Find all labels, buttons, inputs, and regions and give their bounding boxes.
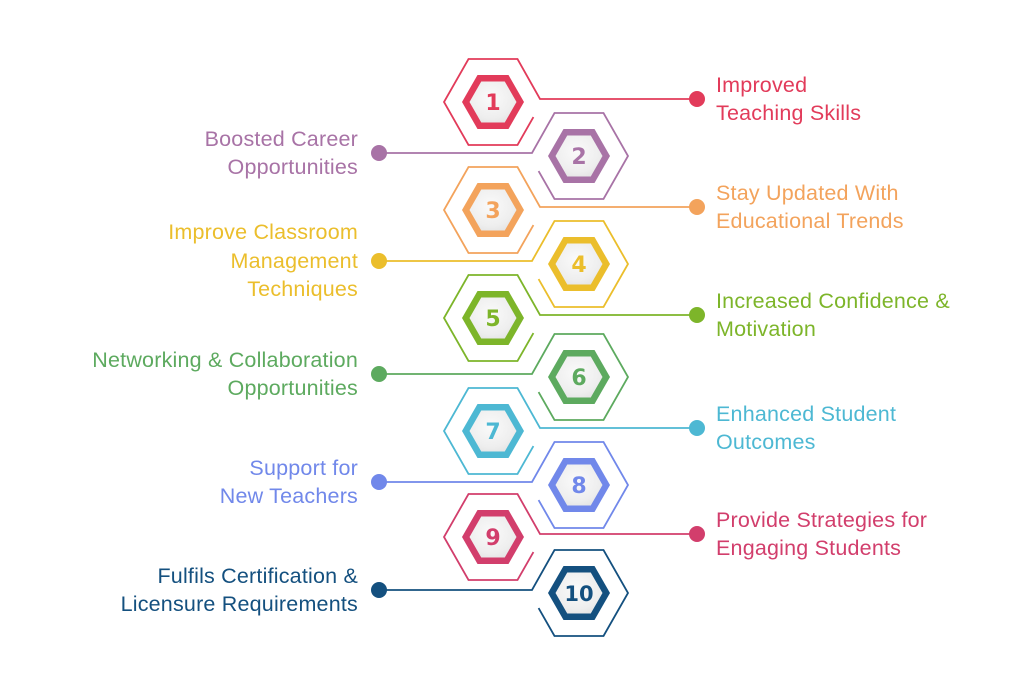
connector-dot	[371, 145, 387, 161]
connector-line	[379, 333, 630, 421]
label-line: Teaching Skills	[716, 101, 862, 125]
label-line: Boosted Career	[204, 126, 358, 151]
hexagon-inner	[469, 81, 517, 123]
hexagon-item-4: 4	[371, 220, 630, 308]
label-line: Increased Confidence &	[716, 288, 950, 313]
hexagon-inner	[555, 356, 603, 398]
label-item-5: Increased Confidence & Motivation	[716, 287, 950, 344]
hexagon-inner	[469, 410, 517, 452]
label-line: Motivation	[716, 317, 816, 341]
hexagon-item-1: 1	[442, 58, 705, 146]
hexagon-inner	[469, 297, 517, 339]
label-line: Educational Trends	[716, 209, 904, 233]
connector-dot	[689, 91, 705, 107]
hexagon-number: 10	[564, 582, 593, 606]
connector-dot	[689, 526, 705, 542]
label-line: Improved	[716, 72, 808, 97]
connector-dot	[371, 582, 387, 598]
connector-line	[442, 166, 697, 254]
hexagon-number: 3	[485, 199, 500, 224]
hexagon-item-2: 2	[371, 112, 630, 200]
hexagon-inner	[555, 464, 603, 506]
label-line: Stay Updated With	[716, 180, 899, 205]
hexagon-number: 2	[571, 145, 586, 170]
label-line: Licensure Requirements	[120, 592, 358, 616]
hexagon-number: 5	[485, 307, 500, 332]
hexagon-number: 7	[485, 420, 500, 445]
hexagon-item-5: 5	[442, 274, 705, 362]
connector-line	[442, 387, 697, 475]
hexagon-item-10: 10	[371, 549, 630, 637]
connector-line	[442, 274, 697, 362]
connector-dot	[689, 420, 705, 436]
connector-dot	[371, 474, 387, 490]
label-item-10: Fulfils Certification & Licensure Require…	[121, 562, 358, 619]
hexagon-inner	[555, 135, 603, 177]
label-line: New Teachers	[219, 484, 358, 508]
connector-dot	[689, 199, 705, 215]
label-line: Opportunities	[227, 376, 358, 400]
label-line: Engaging Students	[716, 536, 902, 560]
label-line: Enhanced Student	[716, 401, 897, 426]
connector-line	[442, 493, 697, 581]
connector-line	[379, 220, 630, 308]
label-line: Techniques	[247, 277, 358, 302]
hexagon-number: 8	[571, 474, 586, 499]
hexagon-number: 4	[571, 253, 586, 278]
hexagon-inner	[555, 572, 603, 614]
hexagon-item-6: 6	[371, 333, 630, 421]
hexagon-inner	[469, 516, 517, 558]
hexagon-item-7: 7	[442, 387, 705, 475]
hexagon-item-9: 9	[442, 493, 705, 581]
connector-line	[442, 58, 697, 146]
connector-line	[379, 112, 630, 200]
hexagon-number: 9	[485, 526, 500, 551]
hexagon-number: 1	[485, 91, 500, 116]
label-line: Management	[230, 248, 358, 273]
hexagon-item-8: 8	[371, 441, 630, 529]
label-line: Improve Classroom	[168, 220, 358, 245]
label-line: Support for	[249, 455, 358, 480]
connector-line	[379, 549, 630, 637]
hexagon-item-3: 3	[442, 166, 705, 254]
label-line: Outcomes	[716, 430, 816, 454]
label-line: Opportunities	[227, 155, 358, 179]
connector-dot	[689, 307, 705, 323]
label-line: Networking & Collaboration	[92, 347, 358, 372]
hexagon-number: 6	[571, 366, 586, 391]
label-line: Fulfils Certification &	[157, 563, 358, 588]
hexagon-inner	[555, 243, 603, 285]
connector-line	[379, 441, 630, 529]
connector-dot	[371, 253, 387, 269]
label-line: Provide Strategies for	[716, 507, 928, 532]
hexagon-inner	[469, 189, 517, 231]
connector-dot	[371, 366, 387, 382]
